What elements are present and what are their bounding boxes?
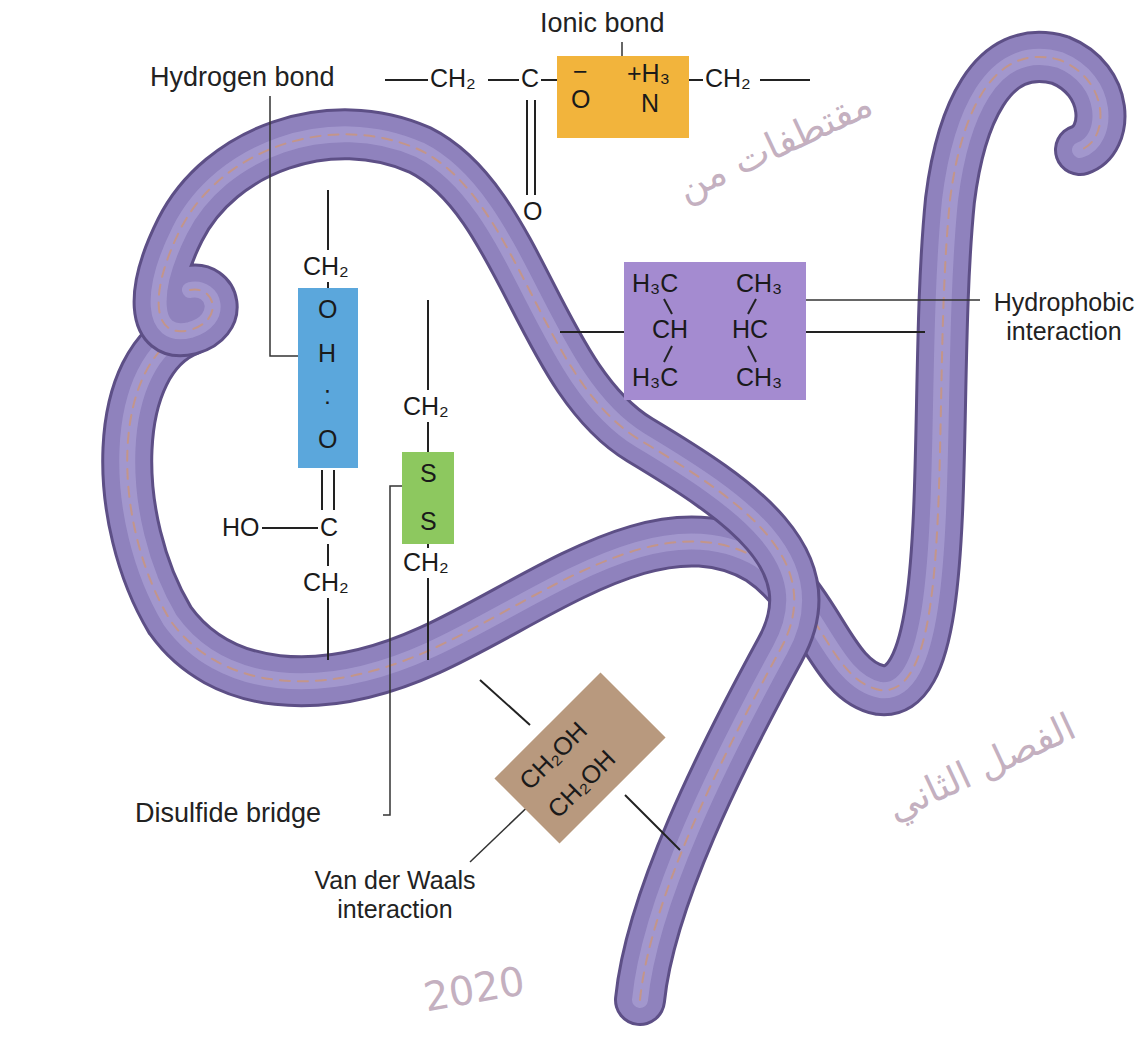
chemical-group: HO <box>222 513 260 542</box>
chemical-text: HC <box>732 314 768 344</box>
ionic-bond-box: −O +H₃N <box>557 56 689 138</box>
chemical-atom: O <box>523 197 542 226</box>
chemical-text: +H₃ <box>627 58 670 88</box>
chemical-text: O <box>318 294 337 324</box>
chemical-text: − <box>573 56 588 86</box>
chemical-text: CH <box>652 314 688 344</box>
chemical-text: S <box>420 458 437 488</box>
chemical-text: H₃C <box>632 268 678 298</box>
chemical-text: CH₃ <box>736 362 782 392</box>
watermark: 2020 <box>420 957 528 1020</box>
chemical-group: CH₂ <box>303 568 349 597</box>
chemical-text: N <box>641 88 659 118</box>
chemical-text: H <box>318 338 336 368</box>
hydrophobic-box: H₃C CH₃ CH HC H₃C CH₃ <box>624 262 806 400</box>
hydrogen-bond-box: OH:O <box>298 288 358 468</box>
polypeptide-ribbon <box>127 57 1100 1000</box>
disulfide-box: SS <box>402 452 454 544</box>
chemical-atom: C <box>320 513 338 542</box>
chemical-atom: C <box>521 64 539 93</box>
chemical-group: CH₂ <box>403 548 449 577</box>
callout-label: Disulfide bridge <box>135 798 321 829</box>
chemical-group: CH₂ <box>303 252 349 281</box>
callout-label: Ionic bond <box>540 8 665 39</box>
callout-label: Hydrophobic interaction <box>985 288 1143 346</box>
chemical-group: CH₂ <box>430 64 476 93</box>
chemical-text: : <box>324 380 331 410</box>
van-der-waals-box: CH₂OHCH₂OH <box>494 672 665 843</box>
watermark: مقتطفات من <box>670 81 879 210</box>
leader-lines <box>270 42 980 862</box>
chemical-group: CH₂ <box>403 392 449 421</box>
chemical-group: CH₂ <box>705 64 751 93</box>
chemical-text: H₃C <box>632 362 678 392</box>
chemical-bonds <box>262 80 925 850</box>
callout-label: Van der Waals interaction <box>300 866 490 924</box>
chemical-text: S <box>420 506 437 536</box>
chemical-text: O <box>318 424 337 454</box>
watermark: الفصل الثاني <box>880 704 1082 830</box>
chemical-text: CH₃ <box>736 268 782 298</box>
callout-label: Hydrogen bond <box>150 62 335 93</box>
chemical-text: O <box>571 84 590 114</box>
